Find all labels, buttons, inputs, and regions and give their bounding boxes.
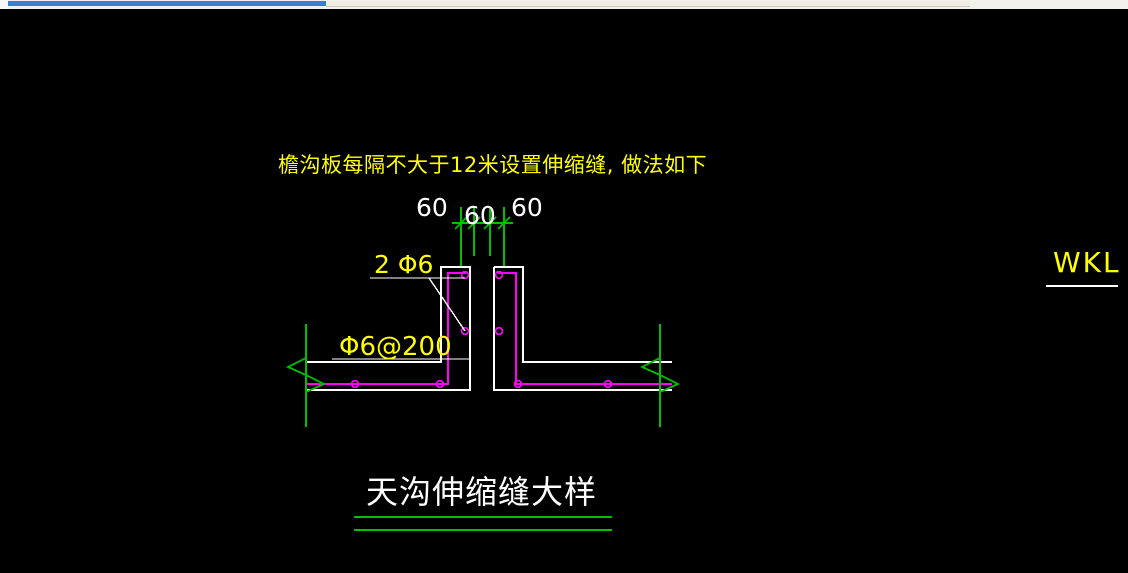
rebar-dot-right-mid	[494, 326, 504, 336]
rebar-dot-left-mid	[460, 326, 470, 336]
concrete-right-outer	[493, 267, 672, 391]
cad-drawing-canvas[interactable]: 檐沟板每隔不大于12米设置伸缩缝, 做法如下 60 60 60	[0, 9, 1128, 573]
concrete-right-inner	[494, 266, 672, 363]
drawing-title-underline	[354, 516, 612, 531]
concrete-outline-group	[306, 266, 672, 391]
drawing-note-top: 檐沟板每隔不大于12米设置伸缩缝, 做法如下	[278, 153, 707, 177]
rebar-right-cage	[498, 272, 672, 385]
drawing-title: 天沟伸缩缝大样	[366, 473, 597, 511]
leader-lines-group	[332, 277, 470, 360]
break-right-zigzag	[639, 357, 681, 393]
concrete-left-outer	[306, 266, 471, 391]
callout-top-bars-label: 2 Φ6	[374, 250, 433, 279]
rebar-dot-slab-r2	[603, 379, 613, 389]
dimension-label-center: 60	[464, 201, 496, 230]
rebar-dot-slab-r1	[513, 379, 523, 389]
rebar-section-circles	[350, 270, 613, 389]
dim-tick-1	[454, 216, 468, 230]
break-left-zigzag	[285, 357, 327, 393]
rebar-dot-slab-l1	[350, 379, 360, 389]
progress-track	[326, 1, 970, 7]
rebar-group	[306, 272, 672, 385]
dim-tick-2	[467, 216, 481, 230]
callout-stirrups-label: Φ6@200	[339, 332, 452, 362]
side-label-wkl: WKL	[1053, 246, 1121, 279]
break-symbol-right	[639, 324, 681, 427]
rebar-left-cage	[306, 272, 466, 385]
rebar-dot-slab-l2	[435, 379, 445, 389]
dimension-group	[452, 207, 513, 267]
top-progress-bar	[0, 0, 1128, 9]
break-symbol-left	[285, 324, 327, 427]
rebar-dot-right-top	[494, 270, 504, 280]
progress-fill	[8, 1, 326, 6]
dimension-label-left: 60	[416, 193, 448, 222]
dim-tick-3	[483, 216, 497, 230]
dim-tick-4	[497, 216, 511, 230]
dimension-label-right: 60	[511, 193, 543, 222]
leader-top-bars-diagonal	[428, 277, 466, 332]
